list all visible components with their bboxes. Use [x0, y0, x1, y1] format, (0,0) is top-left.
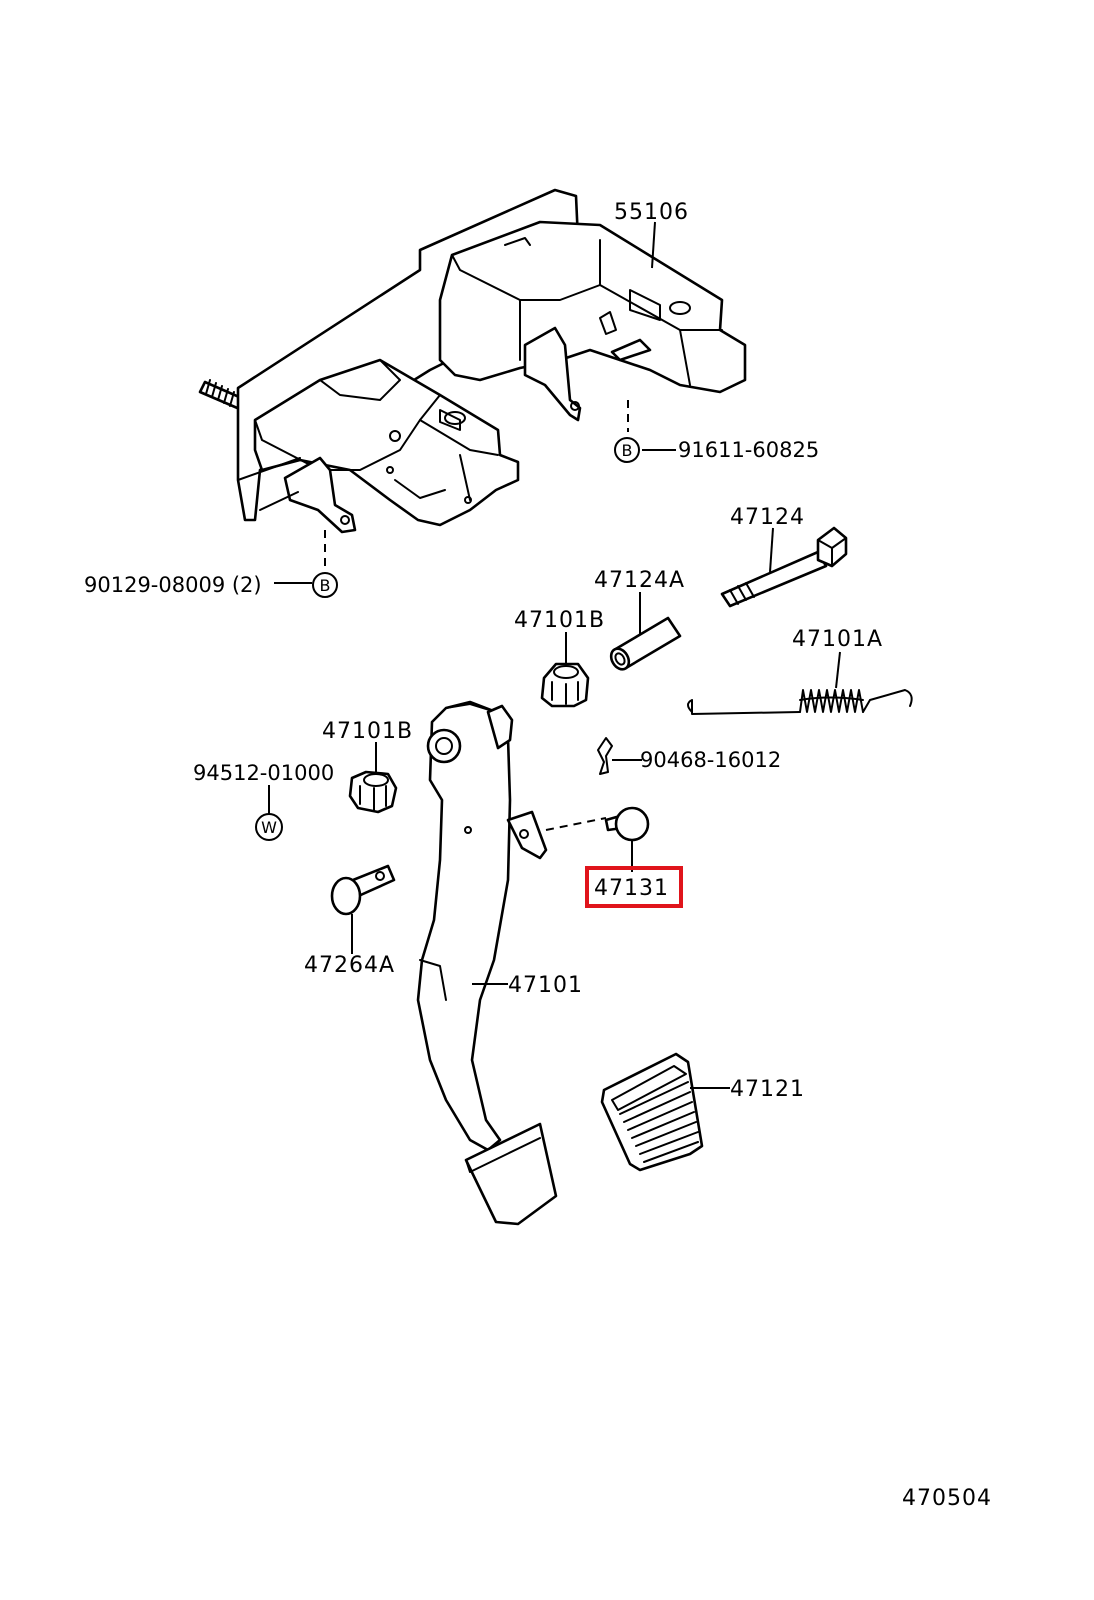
label-47101B-top: 47101B — [514, 608, 605, 633]
label-90468-16012: 90468-16012 — [640, 748, 781, 772]
bushing-47101B-left — [348, 770, 398, 814]
collar-47124A — [609, 616, 682, 671]
label-47121: 47121 — [730, 1077, 805, 1102]
clip-90468 — [597, 737, 613, 775]
label-47101B-left: 47101B — [322, 719, 413, 744]
stopper-47131 — [604, 806, 650, 842]
brake-pedal-arm — [416, 700, 558, 1226]
pin-47264A — [330, 864, 396, 916]
b-symbol-lower: B — [312, 572, 338, 598]
bolt-47124 — [720, 526, 848, 608]
bushing-47101B-top — [540, 662, 590, 708]
label-47264A: 47264A — [304, 953, 395, 978]
spring-47101A — [687, 689, 913, 715]
leader-47131-dash — [545, 817, 607, 831]
label-47131[interactable]: 47131 — [594, 876, 669, 901]
svg-text:B: B — [622, 441, 633, 460]
svg-text:B: B — [320, 576, 331, 595]
pedal-support-bracket — [198, 188, 747, 534]
highlight-box-47131 — [585, 866, 683, 908]
w-symbol: W — [255, 813, 283, 841]
pedal-pad-47121 — [600, 1052, 704, 1172]
label-55106: 55106 — [614, 200, 689, 225]
b-symbol-upper: B — [614, 437, 640, 463]
label-90129-08009: 90129-08009 (2) — [84, 573, 262, 597]
label-94512-01000: 94512-01000 — [193, 761, 334, 785]
svg-text:W: W — [261, 818, 277, 837]
diagram-number: 470504 — [902, 1486, 992, 1511]
label-47124A: 47124A — [594, 568, 685, 593]
label-91611-60825: 91611-60825 — [678, 438, 819, 462]
label-47101: 47101 — [508, 973, 583, 998]
label-47101A: 47101A — [792, 627, 883, 652]
label-47124: 47124 — [730, 505, 805, 530]
leader-55106 — [651, 221, 656, 269]
